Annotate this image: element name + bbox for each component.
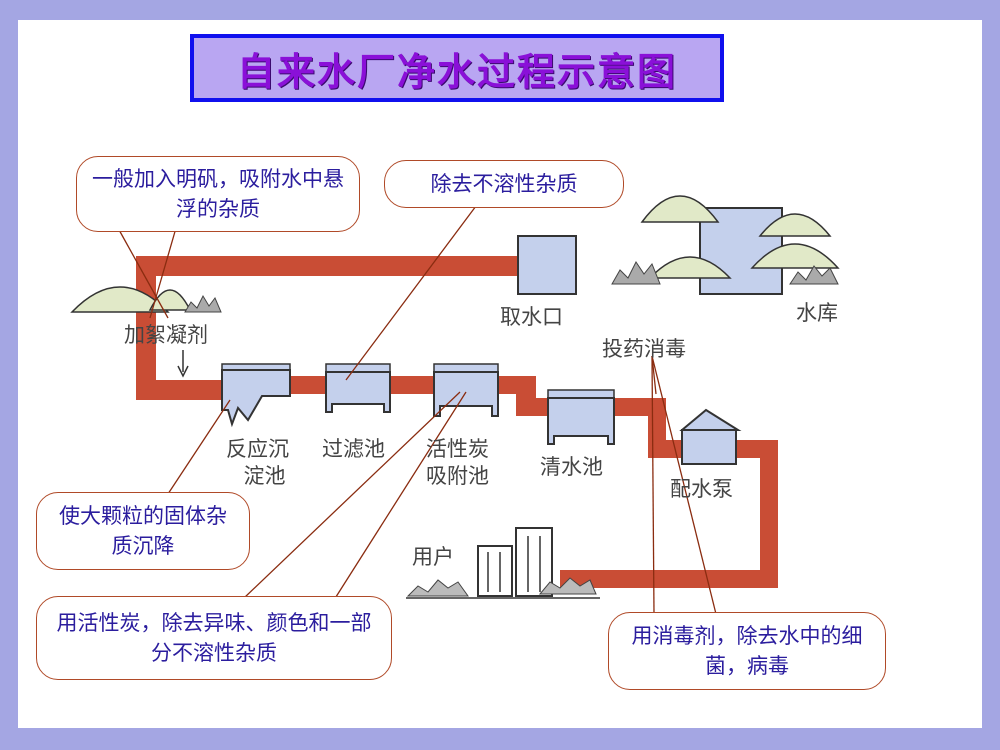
clear-pool-label: 清水池: [540, 455, 603, 479]
carbon-label-line2: 吸附池: [426, 464, 489, 488]
intake-label: 取水口: [500, 305, 563, 329]
filter-tank: [325, 363, 391, 413]
sedimentation-label: 反应沉 淀池: [226, 436, 289, 490]
pump-house: [679, 408, 742, 465]
callout-alum: 一般加入明矾，吸附水中悬浮的杂质: [76, 156, 360, 232]
clear-water-tank: [547, 389, 615, 445]
carbon-label: 活性炭 吸附池: [426, 436, 489, 490]
coagulant-arrow: [177, 350, 189, 378]
sedimentation-label-line1: 反应沉: [226, 437, 289, 461]
pump-label: 配水泵: [670, 477, 733, 501]
page-title: 自来水厂净水过程示意图: [236, 48, 677, 94]
leader-lines: [117, 205, 717, 615]
sedimentation-tank: [221, 363, 291, 428]
coagulant-label: 加絮凝剂: [124, 323, 208, 347]
reservoir-label: 水库: [796, 301, 838, 325]
disinfect-label: 投药消毒: [602, 337, 686, 361]
callout-disinfect: 用消毒剂，除去水中的细菌，病毒: [608, 612, 886, 690]
intake-box: [517, 235, 577, 295]
user-label: 用户: [412, 545, 454, 569]
callout-insoluble: 除去不溶性杂质: [384, 160, 624, 208]
callout-settle: 使大颗粒的固体杂质沉降: [36, 492, 250, 570]
user-buildings: [406, 527, 600, 599]
carbon-label-line1: 活性炭: [426, 437, 489, 461]
title-box: 自来水厂净水过程示意图: [190, 34, 724, 102]
filter-label: 过滤池: [322, 437, 385, 461]
hill-left: [70, 286, 222, 313]
reservoir: [611, 195, 840, 295]
sedimentation-label-line2: 淀池: [243, 464, 286, 488]
carbon-tank: [433, 363, 499, 417]
callout-carbon: 用活性炭，除去异味、颜色和一部分不溶性杂质: [36, 596, 392, 680]
